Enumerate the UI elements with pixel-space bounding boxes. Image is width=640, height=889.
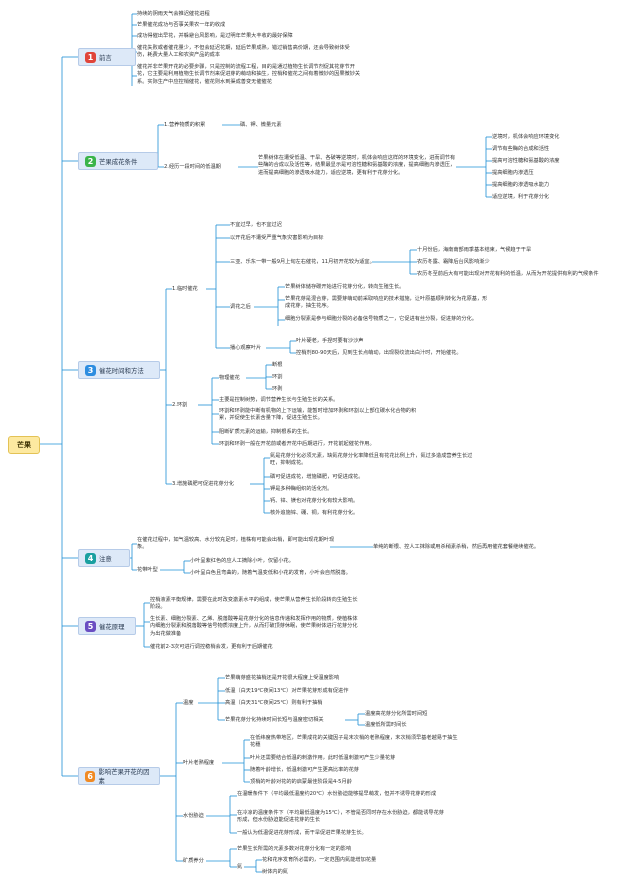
s6-factor-2: 叶片老熟程度 — [183, 760, 215, 766]
s3-m2-sub-item: 环割 — [272, 374, 283, 380]
root-node[interactable]: 芒果 — [8, 436, 40, 454]
s2-b2-item: 调节有些酶的合成和活性 — [492, 146, 550, 152]
s6-f4-n-item: 树体内的氮 — [262, 869, 288, 875]
s4-i2-item: 小叶呈紫红色的应人工摘除小叶，仅留小花。 — [190, 558, 294, 564]
s2-b2-item: 提高细胞的渗透吸水能力 — [492, 182, 550, 188]
s1-item: 持续的阴雨天气会推迟催花进程 — [137, 11, 210, 17]
s3-m1-item: 不宜过早，也不宜过迟 — [230, 222, 282, 228]
s6-f1-last-item: 温度高花芽分化所需时间短 — [365, 711, 428, 717]
s3-after-item: 芒果花芽是混合芽，需要芽萌动前采取响应的技术措施，让叶原基顺利转化为花原基，形成… — [285, 296, 488, 310]
s3-region-item: 农历冬至前后大有可能出现对开花有利的低温，从而为开花提供有利的气候条件 — [417, 271, 599, 277]
topic-1[interactable]: 1 前言 — [78, 48, 136, 66]
s5-item: 催花前2-3次可进行调控稳梢会发，更有利于后期催花 — [150, 644, 273, 650]
s6-f3-item: 在冷凉的温度条件下（平均最低温度为15℃），不管是否同时存在水份胁迫，都能诱导花… — [237, 810, 444, 824]
s6-factor-3: 水份胁迫 — [183, 813, 204, 819]
s3-m2-sub-item: 断根 — [272, 362, 283, 368]
s6-f1-item: 高温（白天31℃夜间25℃）则有利于抽梢 — [225, 700, 323, 706]
s3-m3-item: 钙、锌、镁也对花芽分化有较大影响。 — [270, 498, 359, 504]
badge-6: 6 — [85, 770, 96, 782]
s1-item: 芒果催花成功与否事关果农一年的收成 — [137, 22, 226, 28]
s6-f2-item: 顶梢的叶龄对花的的启蒙最佳阶段是4-5月龄 — [250, 779, 352, 785]
s1-item: 成功得催出早花，并躲避台风影响，是过明年芒果大丰收的最好保障 — [137, 33, 293, 39]
s3-after-item: 芒果树体储存碳开始进行花芽分化，转向生殖生长。 — [285, 284, 405, 290]
topic-4-title: 注意 — [99, 554, 112, 563]
s3-m3-item: 磷可促进成花，增施磷肥，可促进成花。 — [270, 474, 364, 480]
s3-m2-sub-item: 环剥 — [272, 386, 283, 392]
s6-f2-item: 叶片还需要结合低温的刺激作用，此时低温刺激可产生少量花芽 — [250, 755, 396, 761]
topic-5-title: 催花原理 — [99, 622, 125, 631]
s3-m1-after: 调花之后 — [230, 304, 251, 310]
s3-m1-obs: 播心观察叶片 — [230, 345, 262, 351]
s3-obs-item: 控梢剂80-90天后，见到生长点萌动，出现裂纹流出白汁时，开始催花。 — [296, 350, 462, 356]
s3-m2-item: 主要是控制树势，调节营养生长与生殖生长的关系。 — [219, 397, 339, 403]
s6-f1-last: 芒果花芽分化持续时间长短与温度密切相关 — [225, 717, 324, 723]
s6-f1-last-item: 温度低所需时间长 — [365, 722, 407, 728]
s2-branch-1: 1.营养物质的积累 — [164, 122, 206, 128]
s1-item: 催花失败或者催花量少，不但会延迟花期，延后芒果成熟，错过销售高价期，还会导致树体… — [137, 45, 350, 59]
topic-5[interactable]: 5 催花原理 — [78, 617, 136, 635]
s3-m2-item: 环割和环剥一般在开花前或者开花中后期进行，开花前起催花作用。 — [219, 441, 375, 447]
badge-5: 5 — [85, 620, 96, 632]
s2-b2-item: 适应逆境，利于花芽分化 — [492, 194, 550, 200]
s3-method-1: 1.临时催花 — [172, 286, 198, 292]
s4-item-2: 花带叶型 — [137, 567, 158, 573]
s3-obs-item: 叶片硬老，手捏时要有沙沙声 — [296, 338, 364, 344]
topic-3-title: 催花时间和方法 — [99, 366, 144, 375]
s3-m1-region: 三亚、乐东一带一般9月上旬左右催花，11月初开花较为适宜。 — [230, 259, 375, 265]
topic-2-title: 芒果成花条件 — [99, 157, 138, 166]
s3-m1-item: 以开花后不遭受严重气象灾害影响为目标 — [230, 235, 324, 241]
s2-branch-2-desc: 芒果树体在遭受低温、干旱、各破等逆境时，机体会响应这样的环境变化，进而调节有些酶… — [258, 155, 456, 176]
s3-after-item: 细胞分裂素是参与细胞分裂的必备信号物质之一，它促进有丝分裂，促进芽的分化。 — [285, 316, 477, 322]
s3-m3-item: 核外追施锌、硼、铜，有利花芽分化。 — [270, 510, 359, 516]
s4-item-1-leaf: 单纯的断根、控人工抹除或用杀稍素杀稍，然后再用催花套餐继续催花。 — [373, 544, 540, 550]
s2-b2-item: 提高细胞内渗透压 — [492, 170, 534, 176]
s6-f4-n-item: 花和花序发育所必需的，一定范围内氮能增加花量 — [262, 857, 377, 863]
s6-factor-4: 矿质养分 — [183, 858, 204, 864]
s6-f3-item: 一般认为低温促进花芽形成，而干旱促进芒果花芽生长。 — [237, 830, 367, 836]
s6-f4-item: 芒果生长所需的元素多数对花芽分化有一定的影响 — [237, 846, 352, 852]
s2-b2-item: 逆境时，机体会响应环境变化 — [492, 134, 560, 140]
s6-factor-1: 温度 — [183, 700, 194, 706]
s2-branch-2: 2.经历一段时间的低温期 — [164, 164, 221, 170]
s4-item-1: 在催花过程中，如气温较高、水分较充足时，植株有可能会出梢，即可能出现花期叶现象。 — [137, 537, 335, 551]
s3-method-3: 3.增施磷肥可促进花芽分化 — [172, 481, 235, 487]
s3-m2-item: 阻断矿质元素的运输，抑制根系的生长。 — [219, 429, 313, 435]
s3-region-item: 十月份后，海南南部雨季基本结束，气候趋于干旱 — [417, 247, 532, 253]
badge-4: 4 — [85, 552, 96, 564]
topic-3[interactable]: 3 催花时间和方法 — [78, 361, 160, 379]
s6-f3-item: 在温暖条件下（平均最低温度约20℃）水份胁迫能够提早萌发，但并不诱导花芽的形成 — [237, 791, 437, 797]
s5-item: 生长素、细胞分裂素、乙烯、脱落酸等是花芽分化的信息传递和发挥作用的物质，使植株体… — [150, 616, 358, 637]
s2-branch-1-leaf: 磷、钾、微量元素 — [240, 122, 282, 128]
topic-1-title: 前言 — [99, 53, 112, 62]
s3-method-2: 2.环割 — [172, 402, 188, 408]
s6-f2-item: 随着叶龄增长，低温刺激可产生更高比率的花芽 — [250, 767, 359, 773]
topic-2[interactable]: 2 芒果成花条件 — [78, 152, 158, 170]
s3-m3-item: 氮是花芽分化必须元素，缺氮花芽分化率降低且有花花比例上升，氮过多造成营养生长过旺… — [270, 453, 473, 467]
s4-i2-item: 小叶呈白色且弯曲的，随着气温变低和小花的发育，小叶会自然脱落。 — [190, 570, 351, 576]
badge-1: 1 — [85, 51, 96, 63]
s3-m3-item: 钾是多种酶组织的活化剂。 — [270, 486, 333, 492]
s3-m2-sub: 物理催花 — [219, 375, 240, 381]
topic-6-title: 影响芒果开花的因素 — [98, 768, 150, 785]
badge-3: 3 — [85, 364, 96, 376]
s6-f1-item: 低温（白天19℃夜间13℃）对芒果花芽形成有促进作 — [225, 688, 349, 694]
s3-m2-item: 环割和环剥能中断有机物的上下运输，能暂时增加环剥和环割以上部位碳水化合物的积累，… — [219, 408, 417, 422]
s3-region-item: 农历冬露、霜降后台风影响渐少 — [417, 259, 490, 265]
s2-b2-item: 提高可溶性糖和氨基酸的浓度 — [492, 158, 560, 164]
s6-f2-item: 在低纬度热带地区，芒果成花的关键因子是末次梢的老熟程度，末次梢须早基老越易于抽生… — [250, 735, 458, 749]
topic-6[interactable]: 6 影响芒果开花的因素 — [78, 767, 160, 785]
topic-4[interactable]: 4 注意 — [78, 549, 130, 567]
root-label: 芒果 — [17, 441, 31, 449]
badge-2: 2 — [85, 155, 96, 167]
s6-f4-n: 氮 — [237, 864, 243, 870]
s6-f1-item: 芒果萌芽盛花抽梢还是开花很大程度上受温度影响 — [225, 675, 340, 681]
s1-item: 催花并非芒果开花的必要步骤，只是控制的流程工程，目的是通过植物生长调节剂促其花芽… — [137, 64, 361, 85]
s5-item: 控梢液素平衡规律，需要在此时改变激素水平的组成，使芒果从营养生长阶段转向生殖生长… — [150, 597, 358, 611]
